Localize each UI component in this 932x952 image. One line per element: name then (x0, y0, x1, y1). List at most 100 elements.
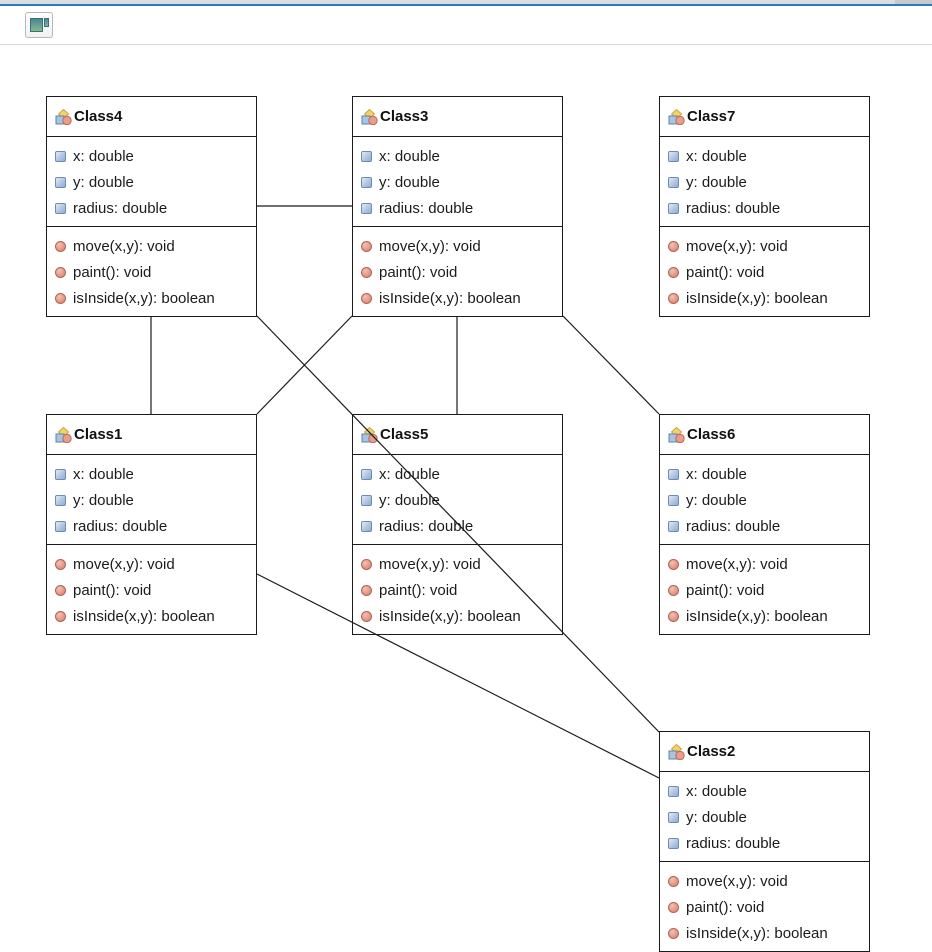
method-row[interactable]: move(x,y): void (668, 868, 869, 894)
attribute-row[interactable]: y: double (361, 169, 562, 195)
method-row[interactable]: paint(): void (361, 259, 562, 285)
method-row[interactable]: isInside(x,y): boolean (668, 920, 869, 946)
attribute-row[interactable]: y: double (361, 487, 562, 513)
attribute-icon (55, 176, 66, 188)
method-row[interactable]: move(x,y): void (668, 551, 869, 577)
method-label: move(x,y): void (73, 237, 175, 255)
method-label: paint(): void (379, 263, 458, 281)
attribute-label: x: double (686, 147, 747, 165)
method-row[interactable]: isInside(x,y): boolean (361, 603, 562, 629)
attribute-row[interactable]: radius: double (361, 513, 562, 539)
method-row[interactable]: isInside(x,y): boolean (55, 285, 256, 311)
method-icon (668, 927, 679, 939)
attribute-row[interactable]: x: double (55, 143, 256, 169)
toolbar (0, 6, 932, 45)
method-row[interactable]: move(x,y): void (55, 233, 256, 259)
attribute-label: x: double (686, 465, 747, 483)
attribute-row[interactable]: y: double (55, 487, 256, 513)
method-icon (55, 240, 66, 252)
class-header: Class2 (660, 732, 869, 771)
attribute-icon (361, 202, 372, 214)
method-row[interactable]: isInside(x,y): boolean (55, 603, 256, 629)
method-row[interactable]: isInside(x,y): boolean (668, 285, 869, 311)
method-label: isInside(x,y): boolean (686, 607, 828, 625)
method-label: move(x,y): void (686, 555, 788, 573)
method-icon (361, 584, 372, 596)
method-label: move(x,y): void (686, 237, 788, 255)
method-icon (668, 584, 679, 596)
method-icon (668, 240, 679, 252)
attribute-icon (668, 811, 679, 823)
class-name: Class1 (74, 426, 123, 443)
class-icon (668, 108, 685, 125)
method-row[interactable]: isInside(x,y): boolean (361, 285, 562, 311)
method-row[interactable]: move(x,y): void (668, 233, 869, 259)
attribute-icon (668, 202, 679, 214)
attribute-icon (668, 494, 679, 506)
method-row[interactable]: paint(): void (361, 577, 562, 603)
attribute-row[interactable]: y: double (668, 487, 869, 513)
class-icon (361, 108, 378, 125)
attributes-section: x: double y: double radius: double (660, 136, 869, 226)
attribute-icon (668, 176, 679, 188)
attribute-label: radius: double (73, 199, 168, 217)
attribute-row[interactable]: radius: double (55, 195, 256, 221)
method-row[interactable]: paint(): void (668, 259, 869, 285)
class-header: Class7 (660, 97, 869, 136)
method-icon (668, 610, 679, 622)
method-row[interactable]: move(x,y): void (361, 233, 562, 259)
attribute-row[interactable]: radius: double (668, 195, 869, 221)
attribute-row[interactable]: radius: double (55, 513, 256, 539)
class-header: Class3 (353, 97, 562, 136)
attribute-row[interactable]: x: double (668, 778, 869, 804)
panel-layout-button[interactable] (25, 12, 53, 38)
class-name: Class7 (687, 108, 736, 125)
attribute-label: y: double (379, 491, 440, 509)
method-row[interactable]: paint(): void (668, 577, 869, 603)
panel-layout-icon (29, 18, 49, 32)
attribute-icon (361, 520, 372, 532)
method-label: move(x,y): void (379, 237, 481, 255)
class-icon (55, 426, 72, 443)
attribute-row[interactable]: radius: double (668, 830, 869, 856)
attribute-row[interactable]: x: double (668, 143, 869, 169)
method-row[interactable]: move(x,y): void (55, 551, 256, 577)
method-row[interactable]: paint(): void (55, 577, 256, 603)
method-row[interactable]: move(x,y): void (361, 551, 562, 577)
attribute-row[interactable]: x: double (361, 461, 562, 487)
attribute-row[interactable]: y: double (55, 169, 256, 195)
attribute-row[interactable]: x: double (668, 461, 869, 487)
attribute-label: y: double (686, 173, 747, 191)
attribute-icon (361, 494, 372, 506)
method-row[interactable]: isInside(x,y): boolean (668, 603, 869, 629)
method-icon (55, 610, 66, 622)
attribute-row[interactable]: x: double (361, 143, 562, 169)
attribute-label: radius: double (73, 517, 168, 535)
class-icon (361, 426, 378, 443)
class-icon (55, 108, 72, 125)
attribute-row[interactable]: radius: double (361, 195, 562, 221)
attribute-row[interactable]: radius: double (668, 513, 869, 539)
attribute-label: x: double (379, 465, 440, 483)
method-row[interactable]: paint(): void (668, 894, 869, 920)
attribute-row[interactable]: y: double (668, 169, 869, 195)
attribute-row[interactable]: x: double (55, 461, 256, 487)
attribute-row[interactable]: y: double (668, 804, 869, 830)
method-row[interactable]: paint(): void (55, 259, 256, 285)
attributes-section: x: double y: double radius: double (353, 454, 562, 544)
class-icon (668, 743, 685, 760)
